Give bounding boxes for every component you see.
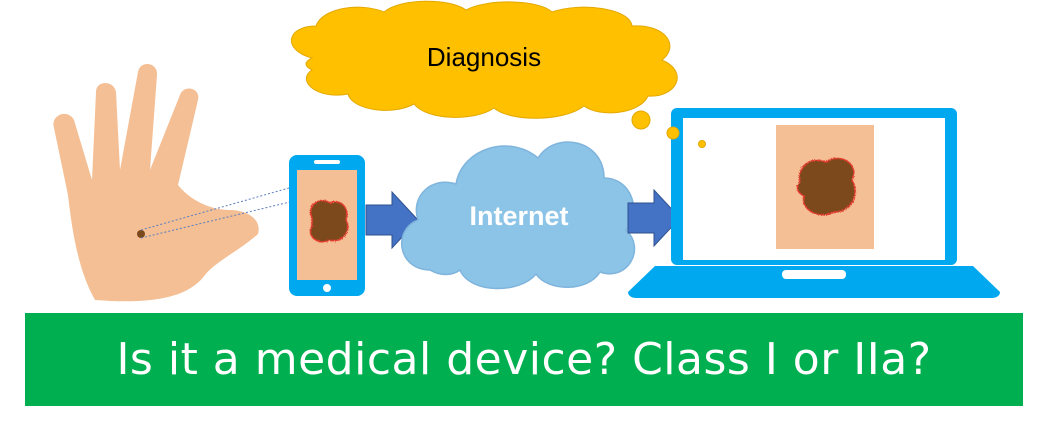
question-banner: Is it a medical device? Class I or IIa? xyxy=(25,313,1023,406)
diagram-illustration: Internet Diagnosis xyxy=(53,0,1000,302)
bubble-dot-large xyxy=(631,110,651,130)
bubble-dot-medium xyxy=(666,126,680,140)
banner-text: Is it a medical device? Class I or IIa? xyxy=(116,334,932,385)
zoom-lines xyxy=(140,185,299,239)
phone-lesion xyxy=(309,199,349,243)
bubble-dot-small xyxy=(698,140,706,148)
hand-lesion xyxy=(137,230,145,238)
laptop-lesion xyxy=(796,157,856,216)
thought-bubble-icon: Diagnosis xyxy=(291,0,706,148)
laptop-icon xyxy=(628,108,1000,298)
arrow-right-icon xyxy=(627,188,681,248)
hand-icon xyxy=(53,64,259,302)
smartphone-icon xyxy=(289,155,365,296)
cloud-label: Internet xyxy=(469,201,568,231)
cloud-icon: Internet xyxy=(401,141,636,290)
bubble-label: Diagnosis xyxy=(427,42,541,72)
